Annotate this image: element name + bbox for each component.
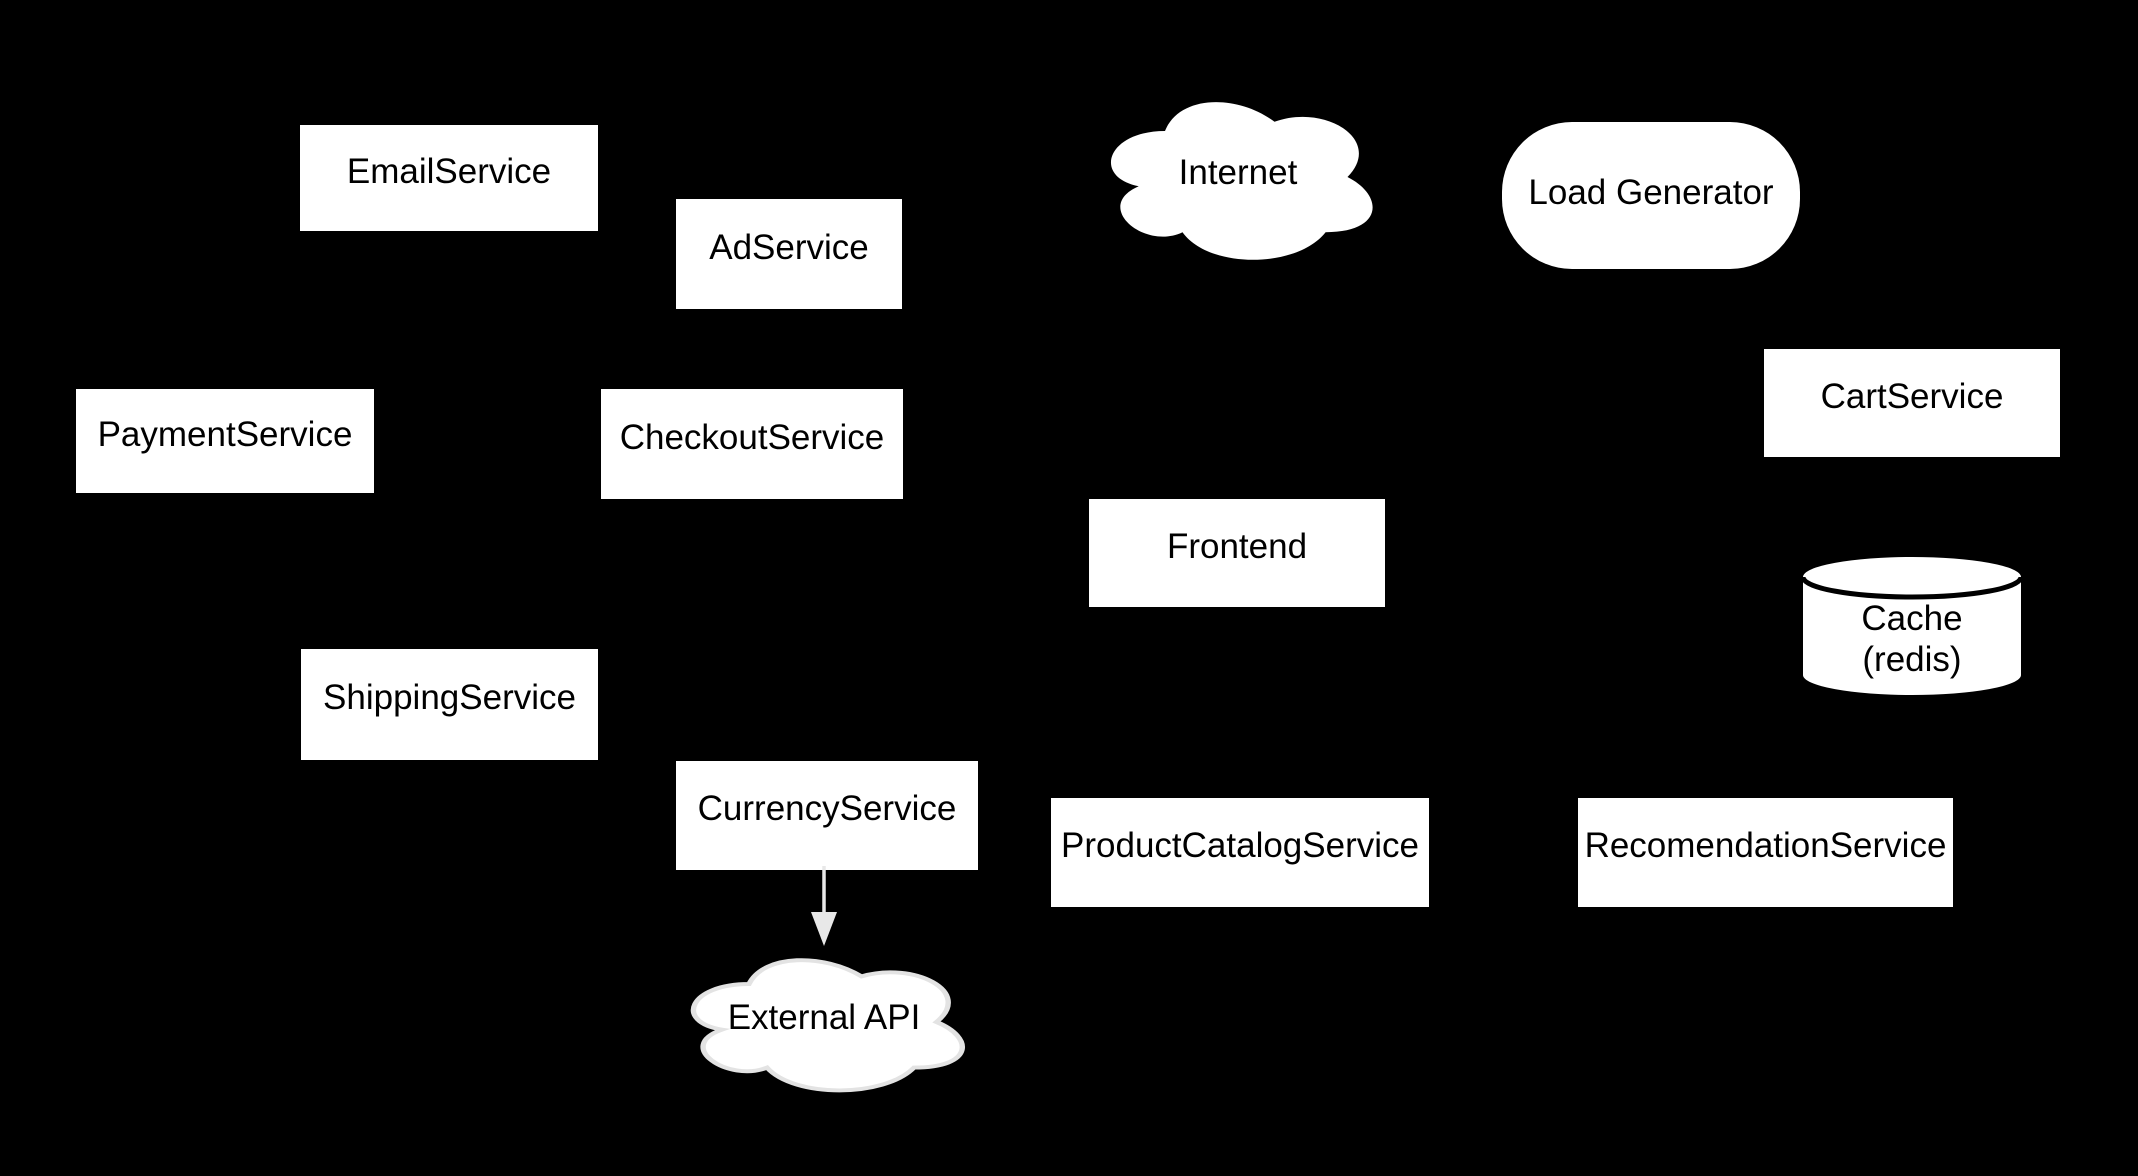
node-email-service-label: EmailService (346, 151, 552, 191)
node-recomendation-service[interactable]: RecomendationService (1578, 798, 1953, 907)
node-payment-service[interactable]: PaymentService (76, 389, 374, 493)
node-load-generator-label: Load Generator (1528, 173, 1774, 213)
node-cache-label-line1: Cache (1861, 598, 1963, 638)
node-internet-label: Internet (1178, 153, 1298, 193)
node-internet[interactable]: Internet (1092, 85, 1384, 269)
node-email-service[interactable]: EmailService (300, 125, 598, 231)
node-payment-service-label: PaymentService (97, 414, 353, 454)
node-external-api[interactable]: External API (674, 946, 974, 1098)
cloud-icon (690, 958, 965, 1093)
node-load-generator[interactable]: Load Generator (1502, 122, 1800, 269)
edge-currencyservice-to-externalapi-arrow[interactable] (806, 866, 842, 948)
node-currency-service-label: CurrencyService (697, 789, 957, 829)
node-product-catalog-service-label: ProductCatalogService (1061, 826, 1419, 866)
node-external-api-label: External API (727, 998, 921, 1038)
node-cache-redis[interactable]: Cache (redis) (1801, 553, 2023, 699)
node-recomendation-service-label: RecomendationService (1584, 826, 1947, 866)
node-shipping-service-label: ShippingService (323, 678, 576, 718)
node-ad-service[interactable]: AdService (676, 199, 902, 309)
cloud-icon (1110, 102, 1373, 260)
node-shipping-service[interactable]: ShippingService (301, 649, 598, 760)
node-product-catalog-service[interactable]: ProductCatalogService (1051, 798, 1429, 907)
node-frontend-label: Frontend (1166, 526, 1308, 566)
database-cylinder-icon (1801, 557, 2023, 695)
node-cache-label-line2: (redis) (1862, 640, 1962, 679)
node-checkout-service-label: CheckoutService (619, 417, 885, 457)
node-currency-service[interactable]: CurrencyService (676, 761, 978, 870)
node-cart-service-label: CartService (1820, 376, 2004, 416)
node-cart-service[interactable]: CartService (1764, 349, 2060, 457)
node-checkout-service[interactable]: CheckoutService (601, 389, 903, 499)
node-frontend[interactable]: Frontend (1089, 499, 1385, 607)
node-ad-service-label: AdService (709, 227, 869, 267)
